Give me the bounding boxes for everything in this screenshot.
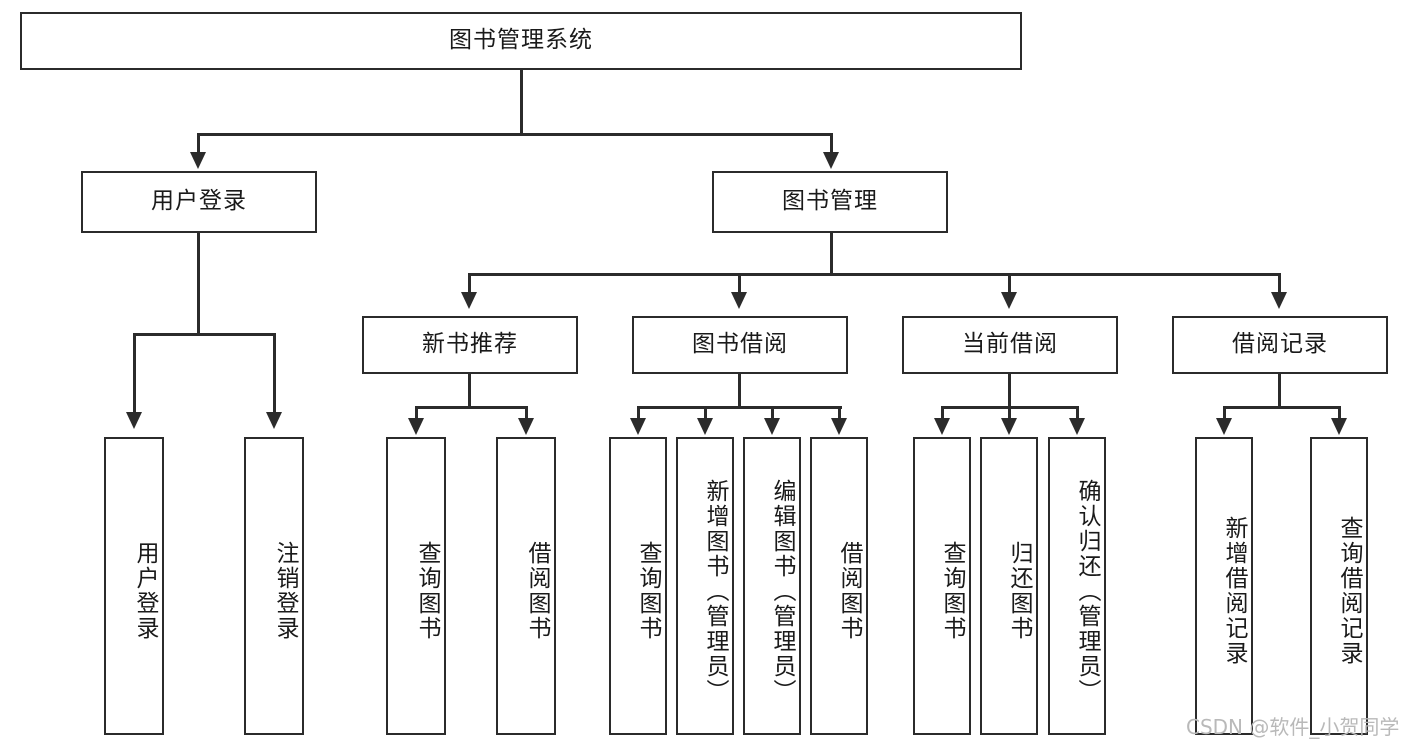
node-label: 当前借阅 [962,331,1058,358]
node-root-system[interactable]: 图书管理系统 [20,12,1022,70]
leaf-query-book-recommend[interactable]: 查询图书 [386,437,446,735]
edge-bookmgmt-c3 [1008,273,1011,295]
edge-currentborrow-stem [1008,374,1011,408]
node-label: 注销登录 [272,541,298,641]
leaf-query-borrow-record[interactable]: 查询借阅记录 [1310,437,1368,735]
leaf-borrow-book-recommend[interactable]: 借阅图书 [496,437,556,735]
node-label: 借阅图书 [524,541,550,641]
node-current-borrow[interactable]: 当前借阅 [902,316,1118,374]
edge-bookmgmt-c2 [738,273,741,295]
edge-borrowrecord-leaf1 [1223,406,1226,420]
edge-root-to-bookmgmt [830,133,833,155]
arrow-currentborrow-leaf1 [934,418,950,435]
csdn-watermark: CSDN @软件_小贺同学 [1186,715,1400,739]
node-label: 图书管理系统 [449,27,593,54]
edge-login-leaf2 [273,333,276,415]
leaf-query-book-borrow[interactable]: 查询图书 [609,437,667,735]
edge-bookmgmt-bar [468,273,1280,276]
edge-bookmgmt-stem [830,233,833,275]
node-label: 新增图书（管理员） [702,478,728,704]
node-label: 用户登录 [151,188,247,215]
leaf-add-borrow-record[interactable]: 新增借阅记录 [1195,437,1253,735]
node-label: 编辑图书（管理员） [769,478,795,704]
arrow-root-to-bookmgmt [823,152,839,169]
edge-newbook-leaf2 [525,406,528,420]
edge-root-to-login [197,133,200,155]
edge-bookmgmt-c1 [468,273,471,295]
arrow-bookmgmt-c1 [461,292,477,309]
node-label: 新书推荐 [422,331,518,358]
leaf-edit-book-admin[interactable]: 编辑图书（管理员） [743,437,801,735]
node-label: 查询图书 [939,541,965,641]
edge-newbook-bar [415,406,528,409]
edge-login-bar [133,333,276,336]
leaf-borrow-book[interactable]: 借阅图书 [810,437,868,735]
edge-currentborrow-leaf3 [1076,406,1079,420]
node-label: 确认归还（管理员） [1074,478,1100,704]
edge-borrowrecord-stem [1278,374,1281,408]
node-label: 查询图书 [414,541,440,641]
edge-bookborrow-leaf2 [704,406,707,420]
arrow-bookborrow-leaf4 [831,418,847,435]
arrow-borrowrecord-leaf1 [1216,418,1232,435]
leaf-add-book-admin[interactable]: 新增图书（管理员） [676,437,734,735]
node-book-borrow[interactable]: 图书借阅 [632,316,848,374]
arrow-newbook-leaf1 [408,418,424,435]
arrow-currentborrow-leaf3 [1069,418,1085,435]
arrow-currentborrow-leaf2 [1001,418,1017,435]
edge-bookborrow-leaf4 [838,406,841,420]
edge-currentborrow-leaf1 [941,406,944,420]
edge-bookborrow-leaf3 [771,406,774,420]
leaf-logout[interactable]: 注销登录 [244,437,304,735]
arrow-bookmgmt-c3 [1001,292,1017,309]
arrow-bookborrow-leaf3 [764,418,780,435]
node-user-login[interactable]: 用户登录 [81,171,317,233]
arrow-root-to-login [190,152,206,169]
arrow-borrowrecord-leaf2 [1331,418,1347,435]
edge-root-stem [520,70,523,135]
leaf-user-login[interactable]: 用户登录 [104,437,164,735]
arrow-bookmgmt-c4 [1271,292,1287,309]
edge-newbook-stem [468,374,471,408]
edge-bookmgmt-c4 [1278,273,1281,295]
edge-currentborrow-leaf2 [1008,406,1011,420]
arrow-bookmgmt-c2 [731,292,747,309]
leaf-query-book-current[interactable]: 查询图书 [913,437,971,735]
leaf-return-book[interactable]: 归还图书 [980,437,1038,735]
edge-login-stem [197,233,200,335]
node-label: 查询图书 [635,541,661,641]
edge-root-bar [197,133,833,136]
arrow-bookborrow-leaf1 [630,418,646,435]
node-label: 图书借阅 [692,331,788,358]
node-label: 借阅记录 [1232,331,1328,358]
edge-bookborrow-stem [738,374,741,408]
arrow-bookborrow-leaf2 [697,418,713,435]
leaf-confirm-return-admin[interactable]: 确认归还（管理员） [1048,437,1106,735]
node-label: 查询借阅记录 [1336,516,1362,666]
edge-borrowrecord-leaf2 [1338,406,1341,420]
node-label: 归还图书 [1006,541,1032,641]
node-label: 新增借阅记录 [1221,516,1247,666]
node-label: 图书管理 [782,188,878,215]
node-book-management[interactable]: 图书管理 [712,171,948,233]
edge-login-leaf1 [133,333,136,415]
node-new-book-recommend[interactable]: 新书推荐 [362,316,578,374]
edge-borrowrecord-bar [1223,406,1341,409]
node-borrow-record[interactable]: 借阅记录 [1172,316,1388,374]
edge-newbook-leaf1 [415,406,418,420]
edge-bookborrow-leaf1 [637,406,640,420]
arrow-newbook-leaf2 [518,418,534,435]
arrow-login-leaf2 [266,412,282,429]
edge-bookborrow-bar [637,406,842,409]
node-label: 借阅图书 [836,541,862,641]
arrow-login-leaf1 [126,412,142,429]
node-label: 用户登录 [132,541,158,641]
